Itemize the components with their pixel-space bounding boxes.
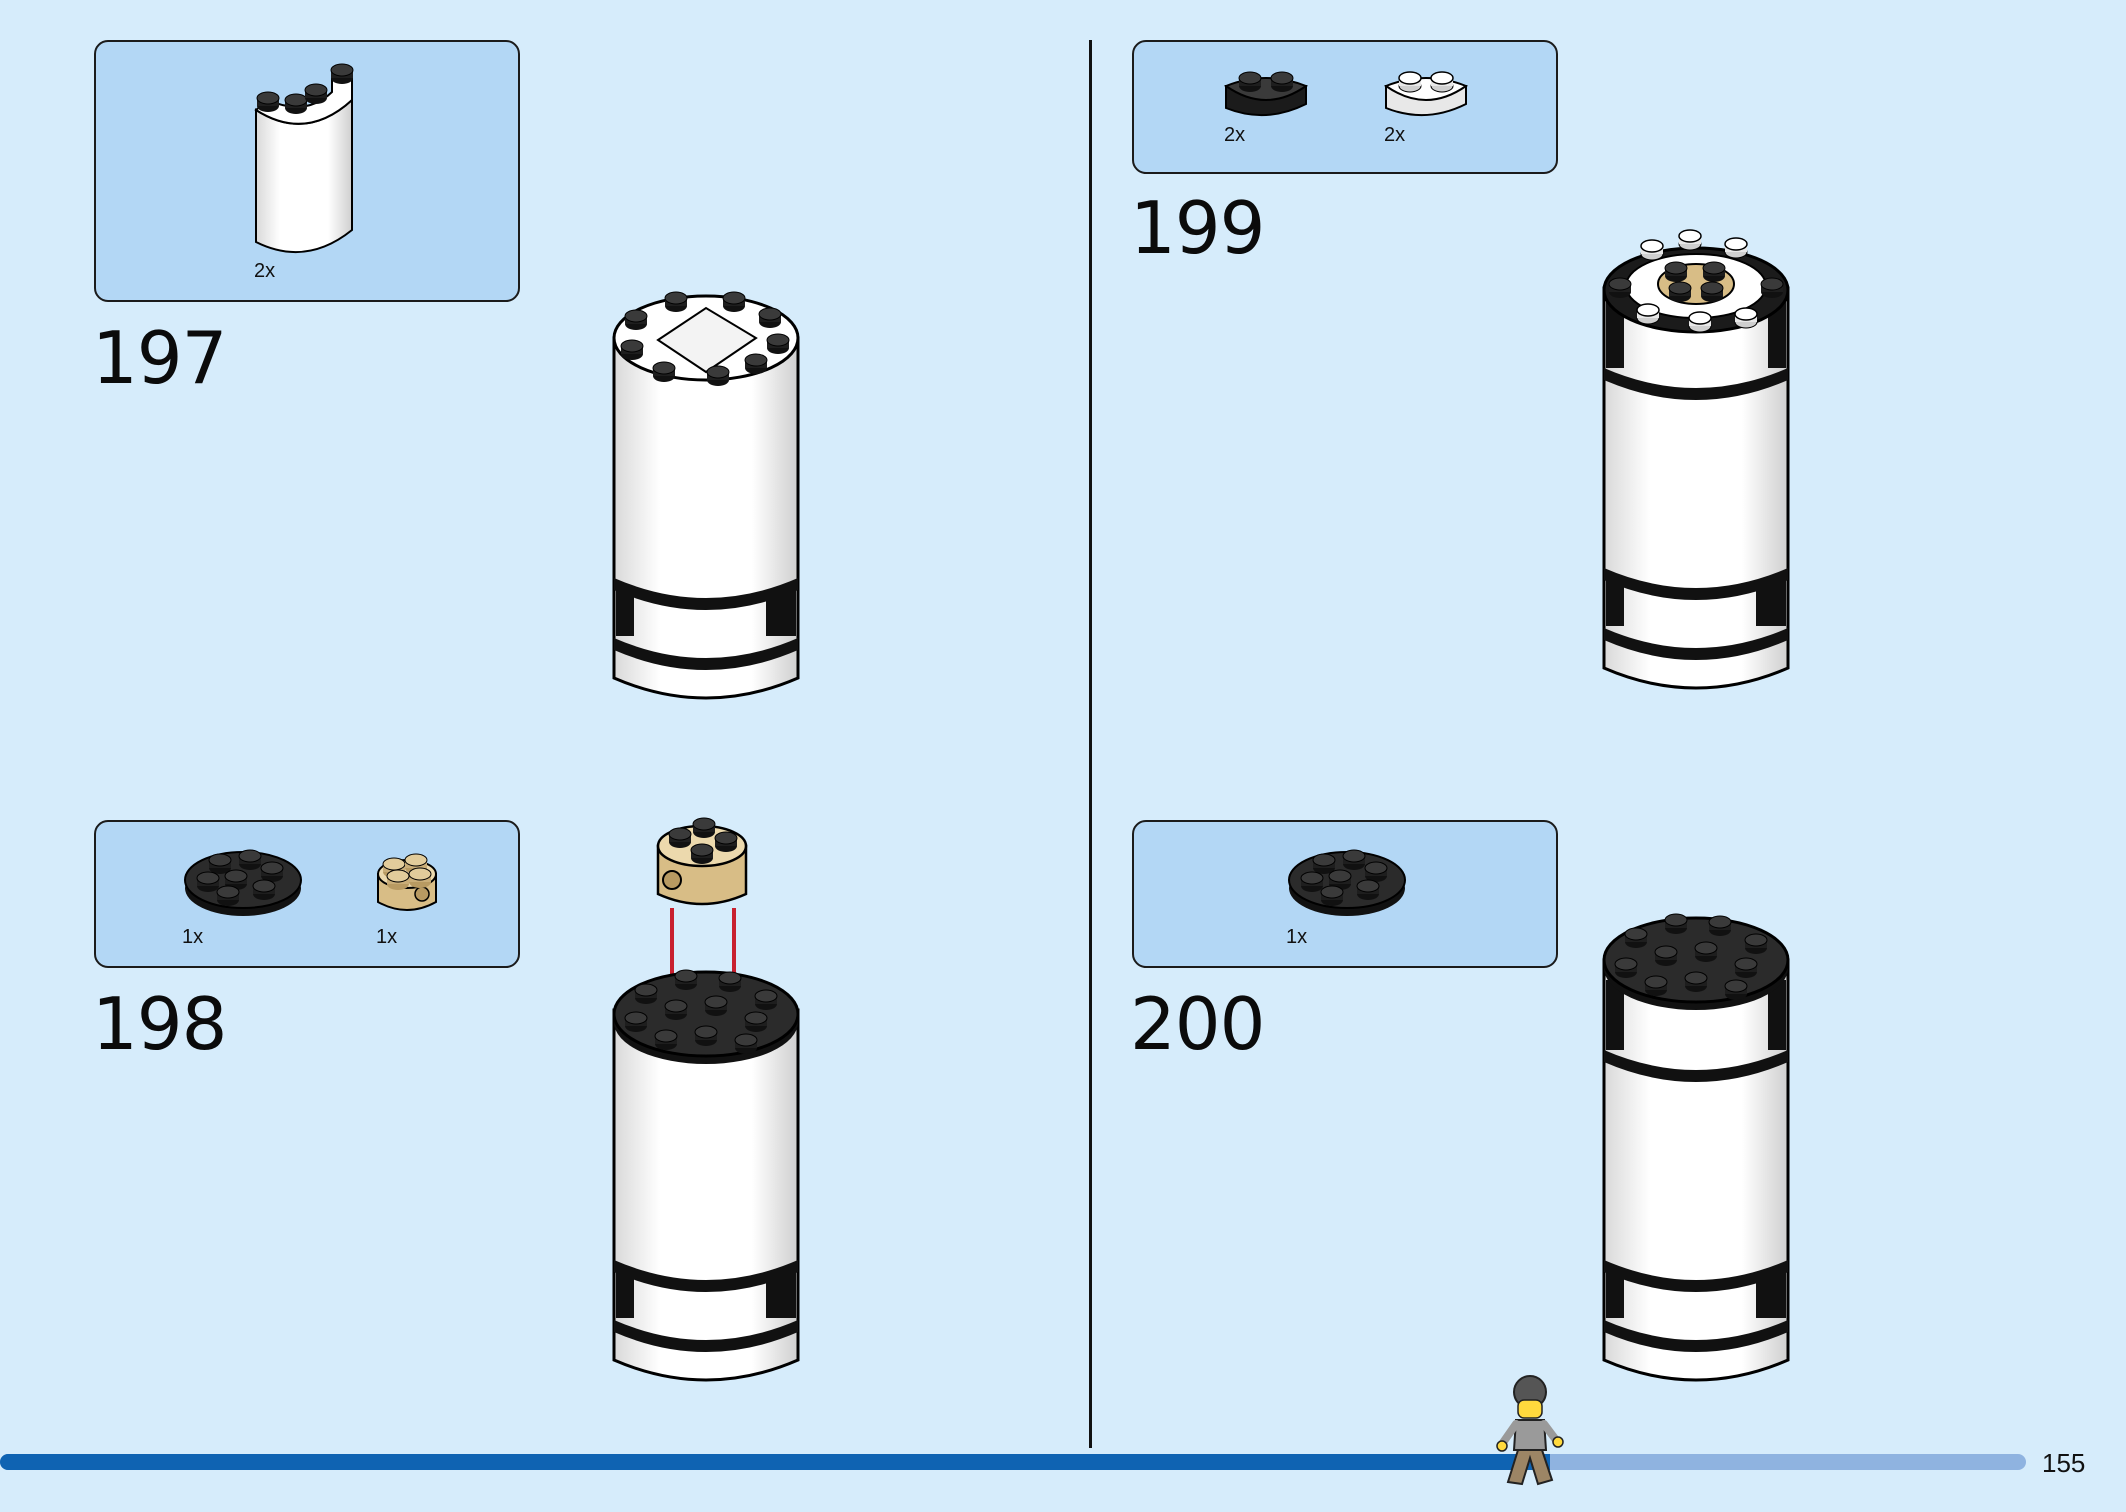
page-number: 155	[2042, 1448, 2086, 1478]
black-curved-brick-part	[1223, 71, 1309, 117]
parts-callout-200: 1x	[1132, 820, 1558, 968]
step-number-200: 200	[1130, 982, 1265, 1066]
walking-minifigure-icon	[1496, 1375, 1564, 1486]
part-quantity: 1x	[1286, 926, 1308, 948]
part-quantity: 2x	[254, 260, 276, 282]
part-quantity: 2x	[1384, 124, 1406, 146]
tan-brick-piece	[656, 817, 748, 906]
progress-bar-fill	[0, 1454, 1550, 1470]
step-number-197: 197	[92, 316, 227, 400]
part-quantity: 1x	[376, 926, 398, 948]
white-tower-model-199	[1602, 229, 1790, 690]
white-tower-model-197	[612, 291, 800, 700]
black-round-plate-part	[1288, 849, 1406, 916]
part-quantity: 1x	[182, 926, 204, 948]
black-round-plate-part	[184, 849, 302, 916]
white-curved-brick-part	[1383, 71, 1469, 117]
step-number-199: 199	[1130, 186, 1265, 270]
white-curved-wall-part	[254, 63, 354, 253]
tan-round-brick-part	[377, 853, 437, 911]
parts-callout-199: 2x 2x	[1132, 40, 1558, 174]
step-number-198: 198	[92, 982, 227, 1066]
progress-bar	[0, 1454, 2026, 1470]
parts-callout-198: 1x 1x	[94, 820, 520, 968]
part-quantity: 2x	[1224, 124, 1246, 146]
parts-callout-197: 2x	[94, 40, 520, 302]
white-tower-model-200	[1602, 913, 1790, 1382]
page-divider	[1089, 40, 1092, 1448]
white-tower-model-198	[612, 969, 800, 1382]
